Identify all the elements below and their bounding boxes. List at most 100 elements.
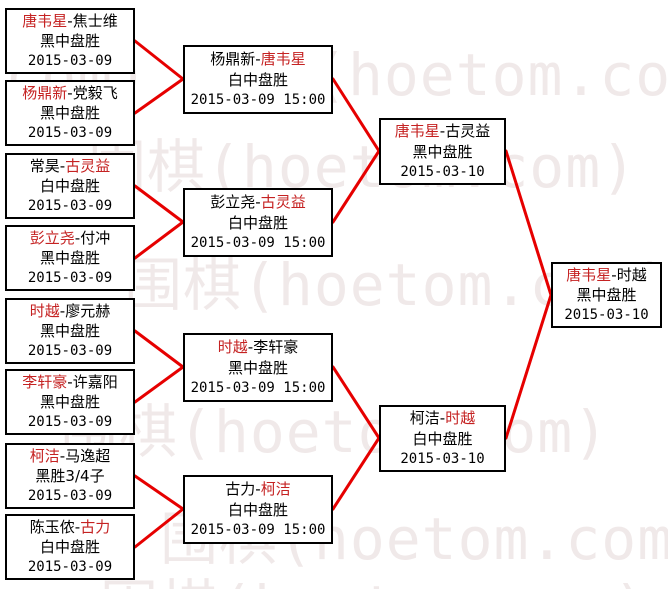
- vs-separator: -: [255, 193, 261, 212]
- match-date: 2015-03-09: [27, 270, 113, 287]
- vs-separator: -: [59, 301, 66, 320]
- player-name: 柯洁: [260, 480, 291, 499]
- vs-separator: -: [59, 446, 66, 465]
- match-players: 唐韦星-焦士维: [22, 11, 117, 32]
- player-name: 彭立尧: [210, 193, 256, 212]
- match-players: 杨鼎新-唐韦星: [210, 49, 305, 70]
- match-result: 黑中盘胜: [39, 104, 100, 123]
- vs-separator: -: [74, 228, 81, 247]
- vs-separator: -: [611, 265, 617, 284]
- match-players: 彭立尧-付冲: [30, 228, 110, 249]
- match-players: 时越-廖元赫: [30, 301, 110, 322]
- match-result: 黑中盘胜: [412, 142, 473, 161]
- player-name: 时越: [616, 265, 647, 284]
- player-name: 杨鼎新: [210, 50, 256, 69]
- match-box-r1-8[interactable]: 陈玉侬-古力 白中盘胜 2015-03-09: [5, 514, 135, 580]
- match-players: 杨鼎新-党毅飞: [22, 83, 117, 104]
- match-players: 常昊-古灵益: [30, 156, 110, 177]
- player-name: 时越: [29, 301, 60, 320]
- player-name: 唐韦星: [566, 265, 612, 284]
- player-name: 李轩豪: [253, 338, 299, 357]
- player-name: 柯洁: [409, 409, 440, 428]
- match-box-r1-3[interactable]: 常昊-古灵益 白中盘胜 2015-03-09: [5, 153, 135, 219]
- player-name: 李轩豪: [22, 372, 68, 391]
- match-players: 柯洁-马逸超: [30, 446, 110, 467]
- match-date: 2015-03-09: [27, 488, 113, 505]
- match-box-r1-6[interactable]: 李轩豪-许嘉阳 黑中盘胜 2015-03-09: [5, 369, 135, 435]
- match-players: 彭立尧-古灵益: [210, 192, 305, 213]
- player-name: 马逸超: [65, 446, 111, 465]
- match-result: 黑中盘胜: [39, 249, 100, 268]
- match-result: 白中盘胜: [227, 500, 288, 519]
- match-date: 2015-03-09: [27, 559, 113, 576]
- match-result: 白中盘胜: [227, 70, 288, 89]
- match-result: 白中盘胜: [39, 538, 100, 557]
- match-box-final[interactable]: 唐韦星-时越 黑中盘胜 2015-03-10: [551, 262, 662, 328]
- match-date: 2015-03-09: [27, 53, 113, 70]
- vs-separator: -: [74, 517, 81, 536]
- match-players: 柯洁-时越: [410, 408, 475, 429]
- player-name: 焦士维: [72, 11, 118, 30]
- match-players: 唐韦星-时越: [566, 265, 646, 286]
- match-date: 2015-03-09 15:00: [190, 521, 326, 538]
- player-name: 古灵益: [260, 193, 306, 212]
- match-box-r1-4[interactable]: 彭立尧-付冲 黑中盘胜 2015-03-09: [5, 225, 135, 291]
- player-name: 党毅飞: [72, 83, 118, 102]
- match-date: 2015-03-09 15:00: [190, 91, 326, 108]
- match-box-r1-1[interactable]: 唐韦星-焦士维 黑中盘胜 2015-03-09: [5, 8, 135, 74]
- player-name: 唐韦星: [260, 50, 306, 69]
- watermark-text: 围棋(hoetom.com): [88, 133, 638, 201]
- player-name: 柯洁: [29, 446, 60, 465]
- player-name: 唐韦星: [22, 11, 68, 30]
- player-name: 古力: [225, 480, 256, 499]
- player-name: 陈玉侬: [29, 517, 75, 536]
- watermark-text: 围棋(hoetom.com): [60, 398, 610, 466]
- match-result: 白中盘胜: [412, 429, 473, 448]
- match-box-r1-5[interactable]: 时越-廖元赫 黑中盘胜 2015-03-09: [5, 298, 135, 364]
- match-box-sf-1[interactable]: 唐韦星-古灵益 黑中盘胜 2015-03-10: [379, 118, 506, 185]
- player-name: 许嘉阳: [72, 372, 118, 391]
- match-date: 2015-03-09: [27, 414, 113, 431]
- vs-separator: -: [67, 83, 73, 102]
- vs-separator: -: [439, 409, 446, 428]
- player-name: 时越: [217, 338, 248, 357]
- match-date: 2015-03-09: [27, 198, 113, 215]
- player-name: 唐韦星: [394, 122, 440, 141]
- match-date: 2015-03-10: [564, 307, 649, 324]
- player-name: 廖元赫: [65, 301, 111, 320]
- match-date: 2015-03-10: [400, 450, 485, 467]
- vs-separator: -: [255, 480, 261, 499]
- match-result: 白中盘胜: [227, 213, 288, 232]
- match-result: 黑中盘胜: [227, 358, 288, 377]
- match-date: 2015-03-09 15:00: [190, 234, 326, 251]
- match-players: 唐韦星-古灵益: [395, 121, 490, 142]
- match-box-r2-3[interactable]: 时越-李轩豪 黑中盘胜 2015-03-09 15:00: [183, 333, 333, 402]
- match-box-r1-7[interactable]: 柯洁-马逸超 黑胜3/4子 2015-03-09: [5, 443, 135, 509]
- match-players: 古力-柯洁: [225, 479, 290, 500]
- match-result: 黑中盘胜: [576, 286, 637, 305]
- vs-separator: -: [67, 372, 73, 391]
- match-box-sf-2[interactable]: 柯洁-时越 白中盘胜 2015-03-10: [379, 405, 506, 472]
- match-box-r2-4[interactable]: 古力-柯洁 白中盘胜 2015-03-09 15:00: [183, 475, 333, 544]
- match-date: 2015-03-09 15:00: [190, 379, 326, 396]
- player-name: 时越: [445, 409, 476, 428]
- player-name: 付冲: [80, 228, 111, 247]
- match-result: 黑胜3/4子: [35, 467, 105, 486]
- match-result: 黑中盘胜: [39, 322, 100, 341]
- watermark-text: 围棋(hoetom.com): [100, 560, 668, 589]
- match-date: 2015-03-09: [27, 343, 113, 360]
- vs-separator: -: [439, 122, 446, 141]
- player-name: 杨鼎新: [22, 83, 68, 102]
- match-box-r1-2[interactable]: 杨鼎新-党毅飞 黑中盘胜 2015-03-09: [5, 80, 135, 146]
- vs-separator: -: [255, 50, 261, 69]
- match-date: 2015-03-09: [27, 125, 113, 142]
- match-result: 黑中盘胜: [39, 32, 100, 51]
- player-name: 彭立尧: [29, 228, 75, 247]
- match-players: 李轩豪-许嘉阳: [22, 372, 117, 393]
- vs-separator: -: [59, 156, 66, 175]
- match-box-r2-2[interactable]: 彭立尧-古灵益 白中盘胜 2015-03-09 15:00: [183, 188, 333, 257]
- match-box-r2-1[interactable]: 杨鼎新-唐韦星 白中盘胜 2015-03-09 15:00: [183, 45, 333, 114]
- player-name: 常昊: [29, 156, 60, 175]
- player-name: 古灵益: [445, 122, 491, 141]
